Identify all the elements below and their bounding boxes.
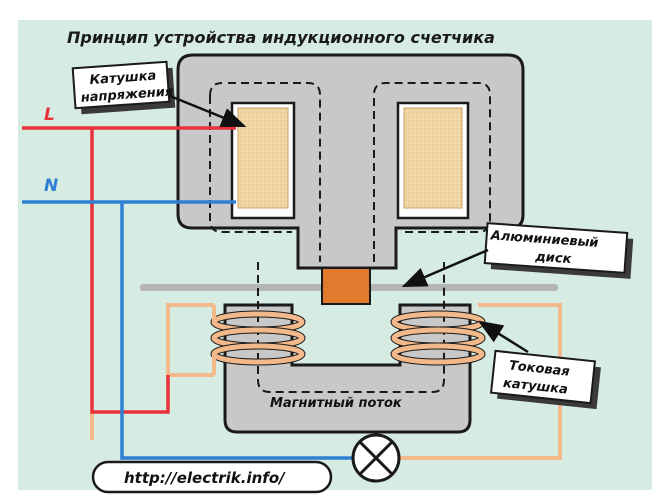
callout-aluminum-disk: Алюминиевый диск	[401, 222, 634, 288]
flux-loop-lower	[257, 262, 445, 393]
callout-current-coil: Токовая катушка	[477, 320, 601, 410]
wire-label-n: N	[44, 176, 58, 196]
flux-loop-upper-left	[209, 82, 321, 262]
current-wire	[90, 303, 562, 460]
neutral-wire	[22, 200, 352, 460]
wire-label-l: L	[44, 105, 55, 125]
current-coil-label-1: Токовая	[508, 358, 570, 379]
callout-voltage-coil: Катушка напряжения	[71, 60, 247, 128]
magnetic-flux-label: Магнитный поток	[270, 396, 403, 411]
phase-wire	[22, 126, 236, 414]
aluminum-disk-label-2: диск	[534, 250, 573, 268]
source-url-badge: http://electrik.info/	[91, 460, 333, 494]
current-core	[223, 303, 472, 434]
diagram-title: Принцип устройства индукционного счетчик…	[67, 28, 495, 47]
disk-hub	[321, 267, 371, 305]
voltage-coil-left	[237, 107, 289, 209]
current-coil-left	[210, 310, 306, 366]
voltage-coil-label-2: напряжения	[80, 84, 173, 105]
current-coil-label-2: катушка	[502, 376, 568, 398]
voltage-coil-label-1: Катушка	[89, 69, 157, 89]
lamp-icon	[351, 433, 401, 483]
voltage-coil-right	[403, 107, 463, 209]
source-url-text: http://electrik.info/	[124, 469, 286, 487]
